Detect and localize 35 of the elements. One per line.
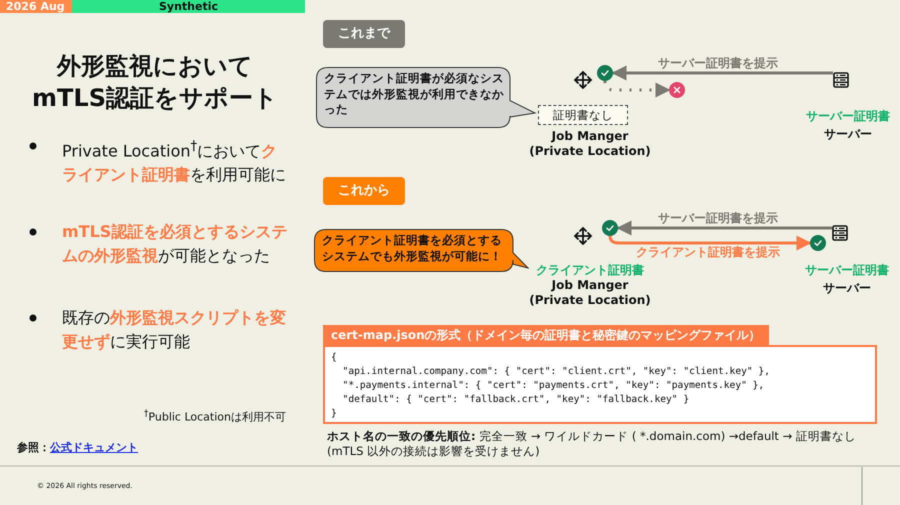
- document-link: 公式ドキュメント: [50, 440, 138, 455]
- speech-bubble: クライアント証明書が必須なシステムでは外形監視が利用できなかった: [316, 67, 538, 129]
- speech-bubble: クライアント証明書を必須とするシステムでも外形監視が可能に！: [314, 229, 529, 273]
- arrow: [616, 220, 832, 236]
- server-label: サーバー: [823, 126, 873, 143]
- section-tab: Synthetic: [72, 0, 305, 13]
- arrow: [608, 236, 812, 250]
- bullet-text: Private Location$^{†}$においてクライアント証明書を利用可能に: [62, 138, 287, 186]
- certificate-label: クライアント証明書: [535, 262, 645, 279]
- tab-heading: cert-map.jsonの形式（ドメイン毎の証明書と秘密鍵のマッピングファイル）: [323, 325, 769, 345]
- job-manager-label: Job Manger (Private Location): [525, 129, 655, 159]
- cross-icon: [669, 82, 685, 98]
- check-icon: [597, 65, 613, 81]
- bullet-text: 既存の外形監視スクリプトを変更せずに実行可能: [62, 307, 287, 353]
- bullet-text: mTLS認証を必須とするシステムの外形監視が可能となった: [62, 221, 288, 267]
- section-badge: これから: [323, 177, 405, 205]
- arrow: [612, 66, 833, 80]
- section-badge: これまで: [323, 20, 405, 48]
- job-manager-label: Job Manger (Private Location): [528, 278, 652, 308]
- edge-label: サーバー証明書を提示: [655, 210, 781, 226]
- reference-label: 参照：: [17, 440, 50, 455]
- arrow: [604, 80, 670, 98]
- date-tab: 2026 Aug: [0, 0, 72, 13]
- code-block: { "api.internal.company.com": { "cert": "client.crt", "key": "client.key" }, "*.payments.internal": { "cert": "payments.crt", "key": "payments.key" }, "default": { "cert": "fallback.crt", "key": "fallback.key" } }: [323, 345, 877, 424]
- certificate-label: サーバー証明書: [806, 108, 890, 125]
- priority-note: ホスト名の一致の優先順位: 完全一致 → ワイルドカード ( *.domain.com) →default → 証明書なし: [327, 429, 856, 444]
- check-icon: [810, 235, 826, 251]
- note-text: (mTLS 以外の接続は影響を受けません): [327, 444, 540, 459]
- status-box: 証明書なし: [538, 105, 628, 125]
- server-label: サーバー: [822, 280, 872, 297]
- certificate-label: サーバー証明書: [804, 262, 890, 279]
- edge-label: サーバー証明書を提示: [655, 55, 781, 71]
- footnote: $^{†}$Public Locationは利用不可: [142, 408, 286, 425]
- check-icon: [602, 220, 618, 236]
- slide-title: 外形監視において mTLS認証をサポート: [31, 51, 279, 114]
